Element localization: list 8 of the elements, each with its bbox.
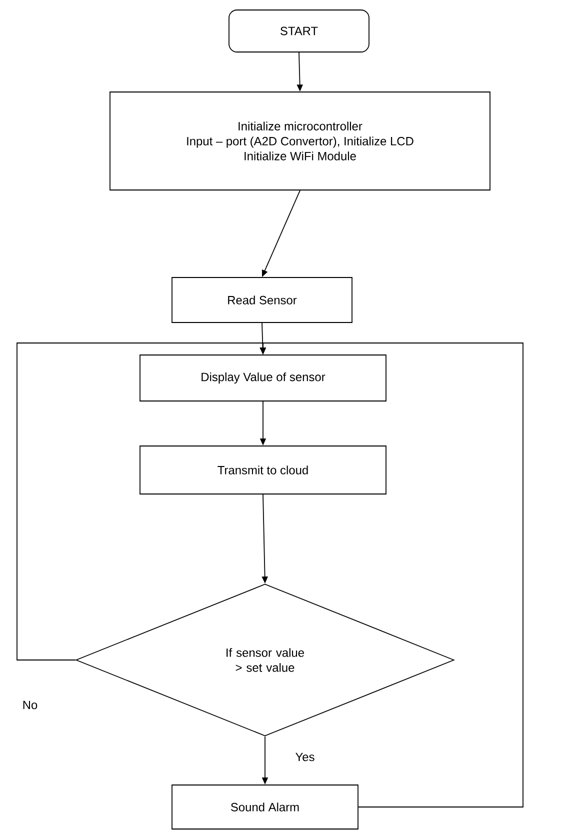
process-box: Sound Alarm [172, 784, 358, 830]
edge-label: No [21, 700, 39, 710]
start-terminal: START [228, 10, 370, 52]
process-box: Transmit to cloud [140, 446, 386, 494]
process-box: Initialize microcontroller Input – port (A2D Convertor), Initialize LCD Initialize WiFi Module [110, 92, 490, 190]
edge-label: Yes [294, 752, 316, 762]
process-box: Display Value of sensor [140, 354, 386, 402]
process-box: Read Sensor [172, 277, 352, 323]
